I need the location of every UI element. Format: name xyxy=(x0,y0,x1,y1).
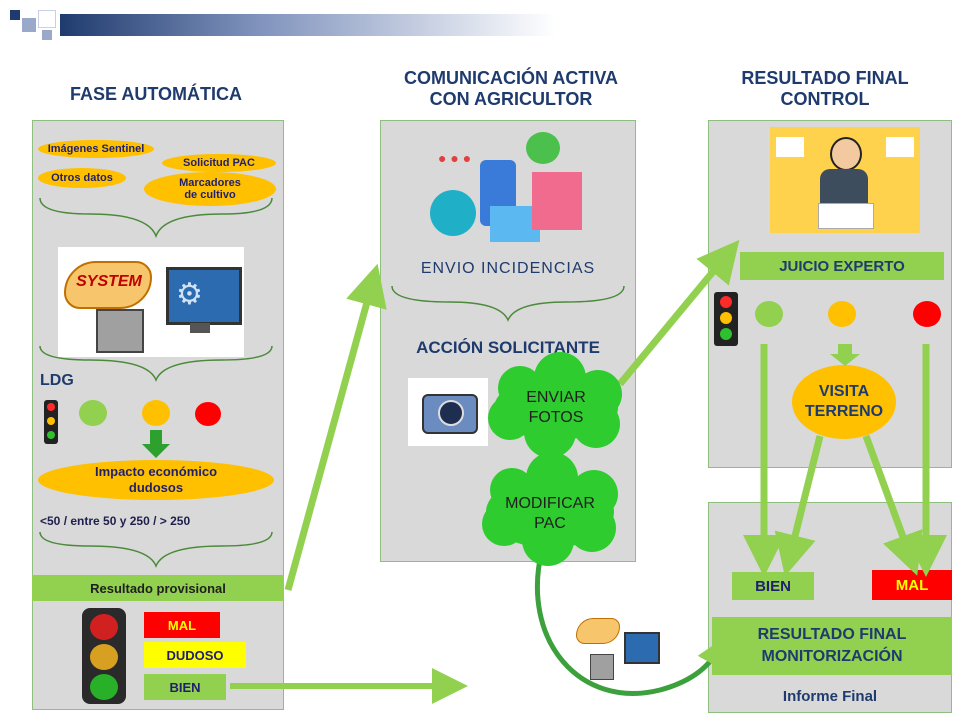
person-icon xyxy=(830,137,862,171)
status-mal: MAL xyxy=(144,612,220,638)
modificar-line2: PAC xyxy=(534,515,566,532)
marcadores-line2: de cultivo xyxy=(184,189,236,201)
visita-line1: VISITA xyxy=(818,383,870,400)
ldg-label: LDG xyxy=(40,372,74,389)
thresholds-text: <50 / entre 50 y 250 / > 250 xyxy=(40,514,191,528)
accion-solicitante: ACCIÓN SOLICITANTE xyxy=(416,338,600,357)
source-otros-datos: Otros datos xyxy=(38,168,126,188)
enviar-fotos-text: ENVIAR FOTOS xyxy=(500,384,612,432)
visita-terreno: VISITA TERRENO xyxy=(792,365,896,439)
impacto-line1: Impacto económico xyxy=(94,464,218,479)
dots-icon: ● ● ● xyxy=(438,150,472,166)
header-resultado-line1: RESULTADO FINAL xyxy=(741,68,909,88)
status-dudoso: DUDOSO xyxy=(144,642,246,668)
ldg-orange-dot xyxy=(142,400,170,426)
resultado-provisional-bar: Resultado provisional xyxy=(32,575,284,601)
header-comunicacion: COMUNICACIÓN ACTIVA CON AGRICULTOR xyxy=(366,68,656,110)
ldg-red-dot xyxy=(195,402,221,426)
gear-icon: ⚙ xyxy=(176,278,203,311)
enviar-line1: ENVIAR xyxy=(526,389,586,406)
panel-resultado-final xyxy=(708,502,952,713)
final-line1: RESULTADO FINAL xyxy=(757,626,907,643)
result-bien: BIEN xyxy=(732,572,814,600)
result-mal: MAL xyxy=(872,570,952,600)
expert-illustration xyxy=(770,127,920,233)
camera-mascot-illustration xyxy=(408,378,488,446)
big-traffic-light-icon xyxy=(82,608,126,704)
envio-incidencias: ENVIO INCIDENCIAS xyxy=(420,260,596,277)
system-label: SYSTEM xyxy=(76,273,142,290)
impacto-line2: dudosos xyxy=(128,480,184,495)
juicio-experto-bar: JUICIO EXPERTO xyxy=(740,252,944,280)
resultado-final-monitorizacion: RESULTADO FINAL MONITORIZACIÓN xyxy=(712,617,952,675)
source-imagenes-sentinel: Imágenes Sentinel xyxy=(38,140,154,158)
header-comunicacion-line2: CON AGRICULTOR xyxy=(429,89,593,109)
server-icon xyxy=(96,309,144,353)
chat-icon xyxy=(430,190,476,236)
control-traffic-light-icon xyxy=(714,292,738,346)
informe-final: Informe Final xyxy=(782,688,878,705)
status-bien: BIEN xyxy=(144,674,226,700)
visita-line2: TERRENO xyxy=(804,403,884,420)
header-fase-automatica: FASE AUTOMÁTICA xyxy=(69,84,242,104)
communication-icons-illustration: ● ● ● xyxy=(420,130,590,245)
header-comunicacion-line1: COMUNICACIÓN ACTIVA xyxy=(404,68,618,88)
header-resultado-final: RESULTADO FINAL CONTROL xyxy=(700,68,950,110)
enviar-line2: FOTOS xyxy=(528,409,584,426)
marcadores-line1: Marcadores xyxy=(179,177,241,189)
laptop-icon xyxy=(818,203,874,229)
small-system-illustration xyxy=(574,614,660,684)
letter-icon xyxy=(532,172,582,230)
control-green-dot xyxy=(755,301,783,327)
control-orange-dot xyxy=(828,301,856,327)
arrow-to-comunicacion xyxy=(284,263,387,591)
control-red-dot xyxy=(913,301,941,327)
modificar-pac-text: MODIFICAR PAC xyxy=(492,490,608,538)
system-illustration: SYSTEM ⚙ xyxy=(58,247,244,357)
header-resultado-line2: CONTROL xyxy=(780,89,870,109)
ldg-green-dot xyxy=(79,400,107,426)
impacto-economico: Impacto económico dudosos xyxy=(38,460,274,500)
envelope-icon xyxy=(490,206,540,242)
final-line2: MONITORIZACIÓN xyxy=(761,648,903,665)
mail-bubble-icon xyxy=(526,132,560,164)
monitor-icon xyxy=(166,267,242,325)
source-marcadores-cultivo: Marcadores de cultivo xyxy=(144,172,276,206)
source-solicitud-pac: Solicitud PAC xyxy=(162,154,276,172)
traffic-light-icon xyxy=(44,400,58,444)
modificar-line1: MODIFICAR xyxy=(505,495,595,512)
